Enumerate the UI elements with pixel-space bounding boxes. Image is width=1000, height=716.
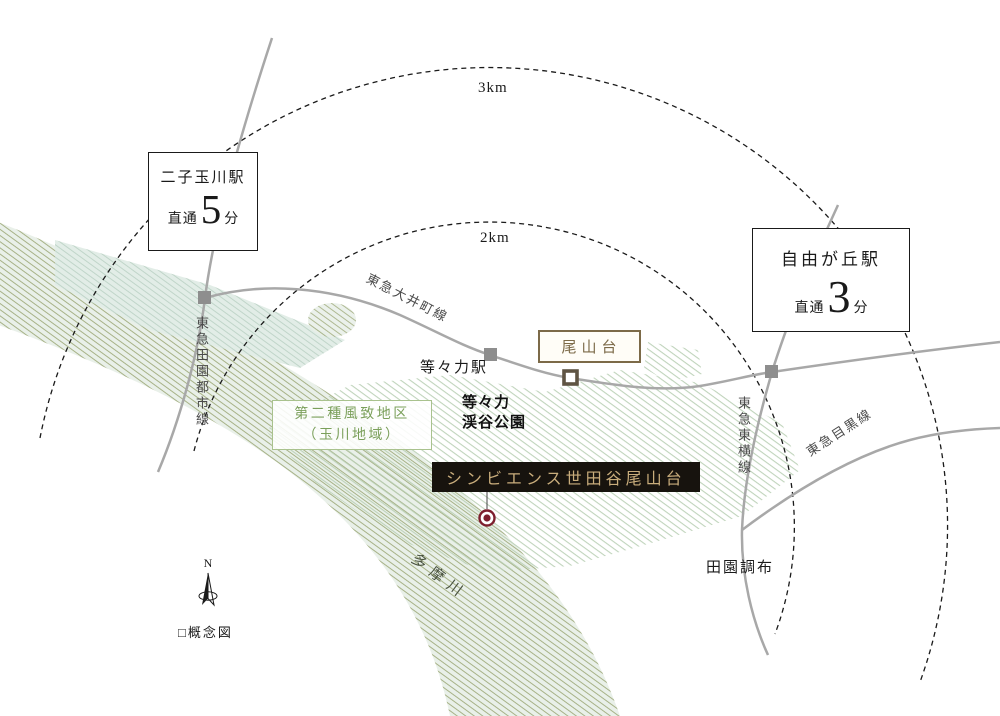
property-marker-dot — [483, 514, 491, 522]
jiyugaoka-access-row: 直通 3 分 — [753, 271, 909, 322]
toyoko-line-label: 東急東横線 — [736, 396, 751, 476]
jiyugaoka-access-prefix: 直通 — [794, 301, 825, 316]
jiyugaoka-access-minutes: 3 — [827, 271, 851, 322]
district-label-line2: （玉川地域） — [302, 428, 402, 443]
todoroki-station-label: 等々力駅 — [420, 360, 489, 376]
station-squares — [198, 291, 778, 386]
diagram-note: □概念図 — [178, 625, 233, 640]
distance-rings — [39, 66, 949, 683]
futako-access-unit: 分 — [224, 212, 239, 227]
oyamadai-station-square — [562, 369, 579, 386]
oyamadai-label: 尾山台 — [561, 340, 622, 356]
compass-needle-icon — [198, 572, 218, 607]
scenic-district-badge: 第二種風致地区 （玉川地域） — [272, 400, 432, 450]
property-name-label: シンビエンス世田谷尾山台 — [446, 471, 686, 488]
park-label-line1: 等々力 — [462, 395, 511, 411]
park-label-line2: 渓谷公園 — [462, 415, 527, 431]
jiyugaoka-access-unit: 分 — [853, 301, 868, 316]
futako-station-square — [198, 291, 211, 304]
property-name-banner: シンビエンス世田谷尾山台 — [432, 462, 700, 492]
rail-meguro-line — [741, 426, 1000, 532]
futako-access-minutes: 5 — [200, 186, 222, 232]
jiyugaoka-access-box: 自由が丘駅 直通 3 分 — [752, 228, 910, 332]
todoroki-park-label: 等々力 渓谷公園 — [462, 393, 526, 433]
jiyugaoka-station-square — [765, 365, 778, 378]
compass-north-label: N — [203, 556, 213, 570]
dentoshi-line-label: 東急田園都市線 — [194, 316, 209, 428]
compass: N — [194, 556, 222, 618]
ring-3km-label: 3km — [478, 80, 508, 96]
futako-station-name: 二子玉川駅 — [160, 170, 246, 186]
ring-2km-label: 2km — [480, 230, 510, 246]
todoroki-station-square — [484, 348, 497, 361]
rail-dentoshi-line — [156, 37, 274, 473]
denenchofu-station-label: 田園調布 — [706, 560, 775, 576]
futako-access-row: 直通 5 分 — [149, 186, 257, 232]
district-label-line1: 第二種風致地区 — [294, 407, 410, 422]
ring-3km-arc — [39, 66, 949, 683]
oyamadai-area-badge: 尾山台 — [538, 330, 641, 363]
futako-access-box: 二子玉川駅 直通 5 分 — [148, 152, 258, 251]
property-marker — [478, 492, 496, 527]
ring-2km-arc — [193, 221, 795, 635]
district-hatch-small-shape — [644, 342, 702, 382]
futako-access-prefix: 直通 — [167, 212, 198, 227]
park-green-patch — [308, 303, 356, 337]
jiyugaoka-station-name: 自由が丘駅 — [781, 250, 881, 269]
